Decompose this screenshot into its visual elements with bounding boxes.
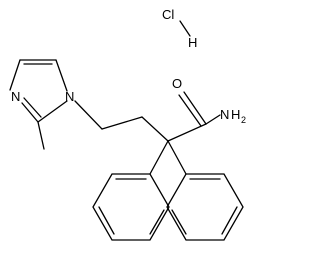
quaternary-carbonyl-bond [167, 123, 207, 142]
phenyl-left-double-3 [149, 209, 165, 235]
imidazole-double-bond-n3-c2 [23, 97, 42, 118]
atom-label-h-amide-subscript: 2 [241, 115, 246, 125]
quaternary-phenyl-right-bond [167, 140, 187, 175]
imidazole-ring [9, 59, 68, 150]
atom-label-n-amide: N [220, 107, 229, 122]
phenyl-right-outline [166, 173, 244, 241]
phenyl-left-double-2 [98, 206, 115, 235]
atom-label-h-hcl: H [188, 35, 197, 50]
imidazole-bond-c4-n3 [9, 59, 21, 91]
methyl-bond [37, 121, 45, 150]
phenyl-left-outline [92, 173, 170, 241]
n1-ch2-bond [74, 100, 103, 130]
atom-label-n-imidazole-top: N [65, 89, 74, 104]
ch2-quaternary-bond [141, 116, 169, 142]
hydrochloride-fragment [179, 20, 191, 37]
atom-label-cl: Cl [162, 7, 174, 22]
imidazole-bond-n1-c5 [55, 59, 68, 92]
amide-group [167, 91, 221, 142]
phenyl-right-double-2 [221, 206, 238, 235]
imidazole-bond-c2-n1 [37, 100, 68, 123]
h-cl-bond [179, 20, 191, 37]
phenyl-ring-right [166, 173, 244, 241]
phenyl-right-double-3 [171, 209, 187, 235]
imidazole-bond-n3-c2 [21, 102, 39, 123]
carbonyl-n-bond [205, 114, 221, 125]
atom-label-o: O [172, 76, 182, 91]
atom-label-h-amide: H [231, 107, 240, 122]
quaternary-phenyl-left-bond [149, 140, 169, 175]
alkyl-chain [74, 100, 169, 142]
carbonyl-double-bond-b [178, 94, 202, 127]
phenyl-ring-left [92, 173, 170, 241]
carbonyl-double-bond-a [183, 91, 207, 125]
molecule-structure-diagram: Cl H N N O N H 2 [9, 7, 246, 241]
ch2-ch2-bond [101, 116, 143, 130]
atom-label-n-imidazole-left: N [11, 89, 20, 104]
